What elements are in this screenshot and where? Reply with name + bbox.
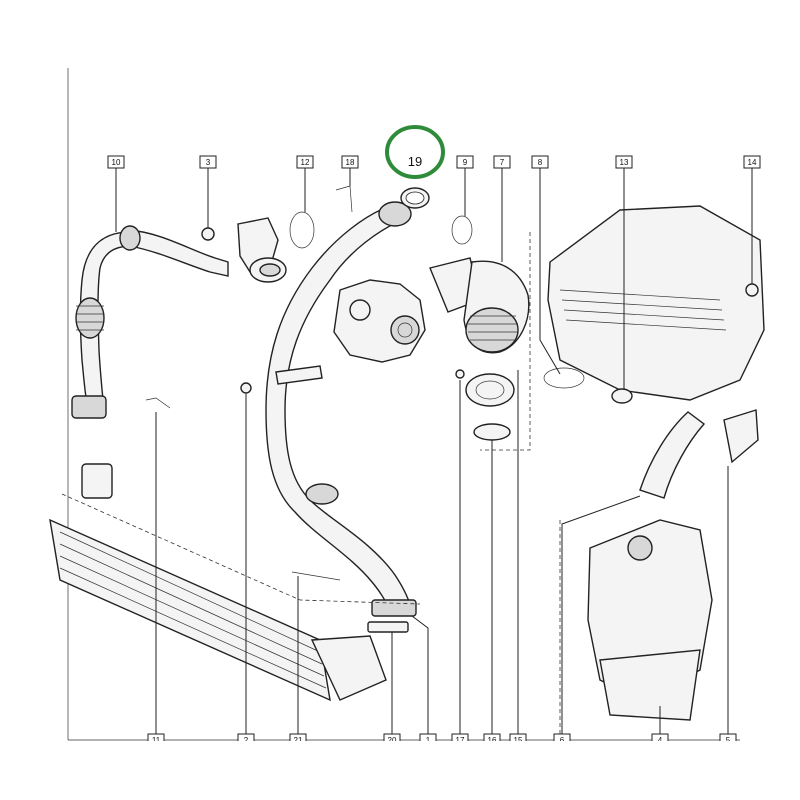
svg-text:4: 4: [658, 736, 663, 745]
label-5[interactable]: 5: [719, 466, 737, 747]
svg-text:14: 14: [748, 158, 757, 167]
intercooler: [49, 463, 387, 702]
highlight-circle: [385, 125, 445, 179]
svg-text:7: 7: [500, 158, 505, 167]
svg-text:21: 21: [294, 736, 303, 745]
bolt-2: [240, 382, 252, 394]
o-ring-19-inner: [405, 191, 425, 205]
svg-text:8: 8: [538, 158, 543, 167]
dipstick-rod: [291, 571, 341, 581]
bracket-18: [335, 185, 353, 213]
highlight-19[interactable]: 19: [385, 125, 445, 209]
svg-text:17: 17: [456, 736, 465, 745]
svg-text:20: 20: [388, 736, 397, 745]
bottom-labels: 11 2 21 20 1 17 16: [147, 370, 737, 747]
turbocharger-assembly: [333, 279, 426, 363]
svg-text:5: 5: [726, 736, 731, 745]
intake-hose-left: [71, 225, 229, 419]
hose-fittings-top: [201, 211, 315, 283]
svg-text:15: 15: [514, 736, 523, 745]
air-duct-center: [429, 215, 585, 441]
svg-text:6: 6: [560, 736, 565, 745]
label-15[interactable]: 15: [509, 370, 527, 747]
clip-11: [145, 397, 171, 409]
highlight-label: 19: [408, 154, 422, 169]
guide-line-1: [61, 493, 421, 605]
svg-text:10: 10: [112, 158, 121, 167]
svg-text:3: 3: [206, 158, 211, 167]
label-13[interactable]: 13: [615, 155, 633, 390]
bolt-17: [455, 369, 465, 379]
label-17[interactable]: 17: [451, 380, 469, 747]
label-2[interactable]: 2: [237, 394, 255, 747]
svg-text:16: 16: [488, 736, 497, 745]
svg-text:2: 2: [244, 736, 249, 745]
svg-text:9: 9: [463, 158, 468, 167]
svg-text:1: 1: [426, 736, 431, 745]
label-18[interactable]: 18: [341, 155, 359, 186]
guide-line-2: [480, 232, 531, 451]
bottom-crop-mask: [0, 741, 800, 800]
airbox-assembly: [587, 409, 759, 721]
svg-text:11: 11: [152, 736, 161, 745]
label-1[interactable]: 1: [411, 615, 437, 747]
label-11[interactable]: 11: [147, 412, 165, 747]
svg-text:18: 18: [346, 158, 355, 167]
label-7[interactable]: 7: [493, 155, 511, 262]
engine-block: [547, 205, 765, 404]
bracket-2: [275, 365, 323, 385]
svg-text:12: 12: [301, 158, 310, 167]
label-8[interactable]: 8: [531, 155, 561, 375]
label-10[interactable]: 10: [107, 155, 125, 232]
top-labels: 10 3 12 18 9 7 8: [107, 155, 761, 390]
label-12[interactable]: 12: [296, 155, 314, 212]
label-3[interactable]: 3: [199, 155, 217, 228]
main-intake-hose: [265, 201, 417, 633]
label-16[interactable]: 16: [483, 440, 501, 747]
label-14[interactable]: 14: [743, 155, 761, 284]
svg-text:13: 13: [620, 158, 629, 167]
label-20[interactable]: 20: [383, 632, 401, 747]
label-9[interactable]: 9: [456, 155, 474, 216]
